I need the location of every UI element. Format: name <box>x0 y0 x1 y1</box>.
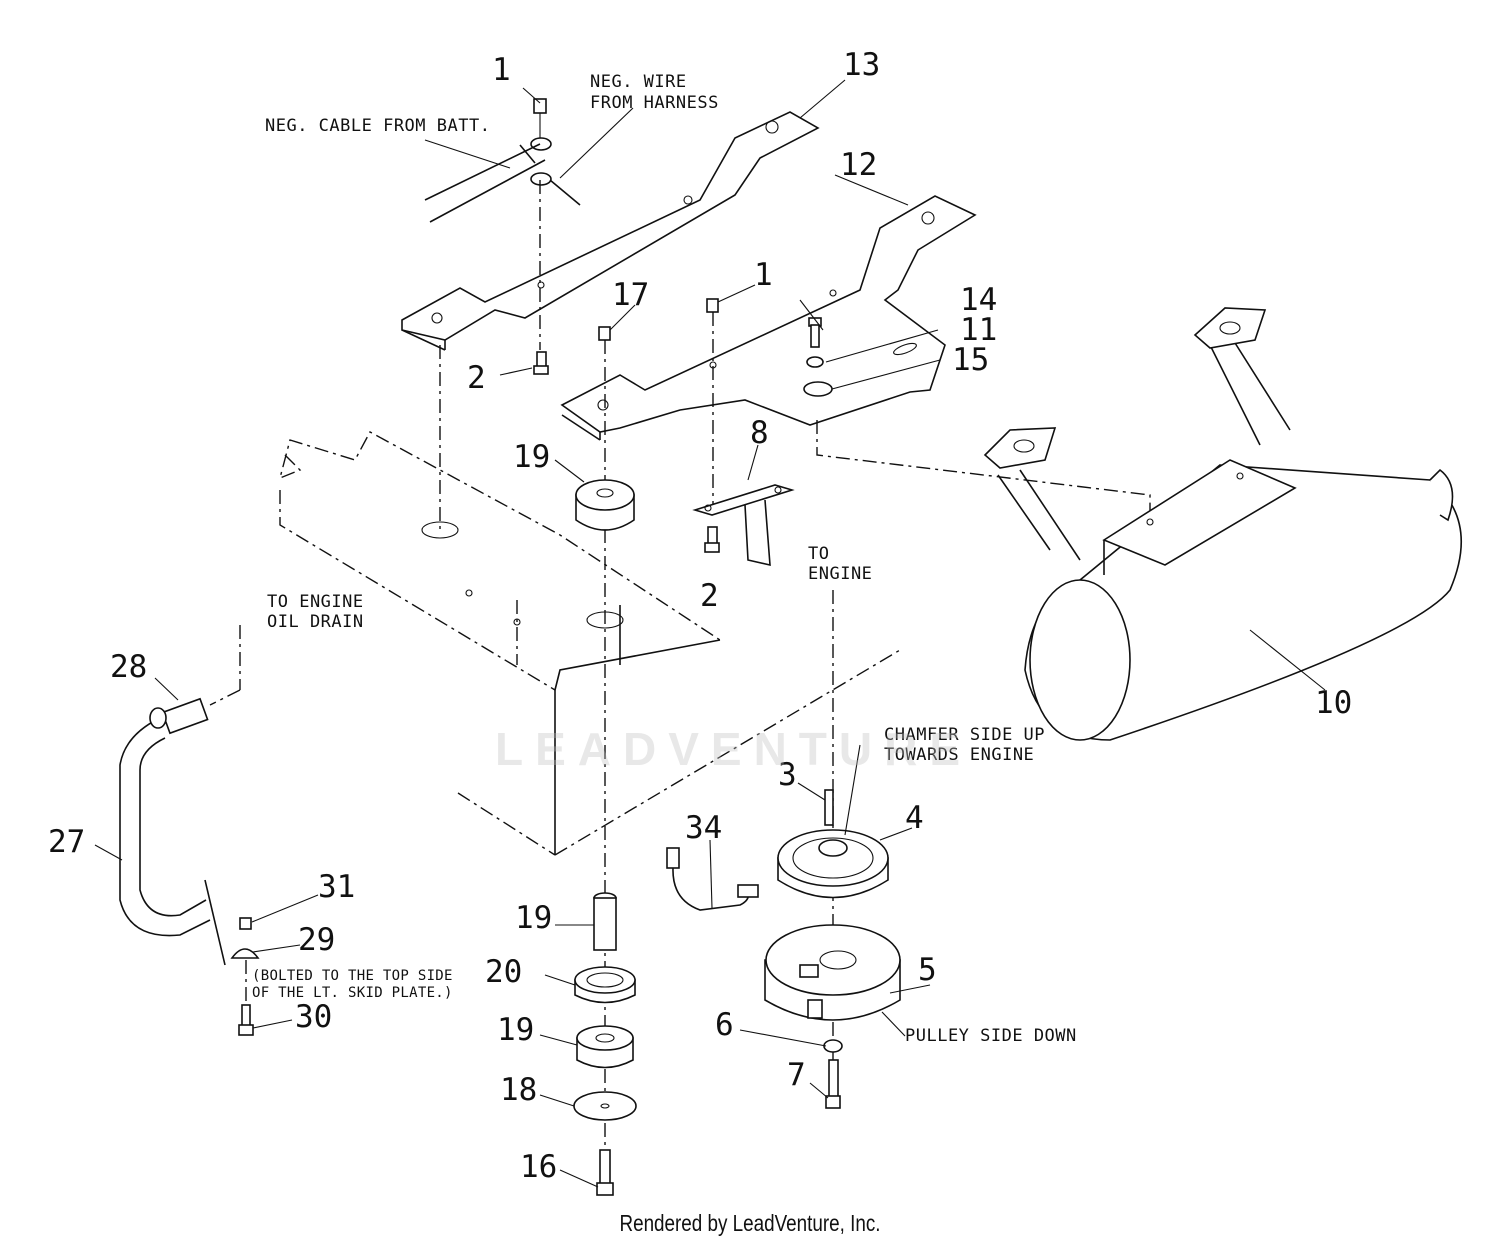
callout-18: 18 <box>500 1072 537 1108</box>
note-to-engine-1: TO <box>808 544 829 564</box>
callout-31: 31 <box>318 869 355 905</box>
washer-6 <box>823 1039 843 1053</box>
note-bolted-2: OF THE LT. SKID PLATE.) <box>252 985 453 1001</box>
bolt-2-left <box>533 351 549 375</box>
electric-clutch-5 <box>764 924 901 1021</box>
rubber-isolator-19-upper <box>575 479 635 531</box>
callout-10: 10 <box>1315 685 1352 721</box>
callout-19-lower: 19 <box>497 1012 534 1048</box>
callout-2-left: 2 <box>467 360 486 396</box>
mount-bracket-13 <box>401 111 820 351</box>
leader-lines <box>94 79 1326 1188</box>
mount-bracket-12 <box>560 195 977 441</box>
bolt-7 <box>825 1059 841 1109</box>
note-chamfer-2: TOWARDS ENGINE <box>884 745 1034 765</box>
washer-18 <box>573 1091 637 1121</box>
callout-3: 3 <box>778 757 797 793</box>
nut-17 <box>598 326 611 341</box>
bolt-16 <box>596 1149 614 1196</box>
callout-27: 27 <box>48 824 85 860</box>
callout-12: 12 <box>840 147 877 183</box>
callout-28: 28 <box>110 649 147 685</box>
callout-30: 30 <box>295 999 332 1035</box>
bolt-2-right <box>704 526 720 553</box>
callout-15: 15 <box>952 342 989 378</box>
rubber-isolator-19-lower <box>576 1025 634 1069</box>
note-oil-drain-2: OIL DRAIN <box>267 612 364 632</box>
skid-plate-break <box>204 879 226 966</box>
callout-6: 6 <box>715 1007 734 1043</box>
muffler-10 <box>983 307 1462 741</box>
callout-13: 13 <box>843 47 880 83</box>
footer-credit: Rendered by LeadVenture, Inc. <box>619 1210 881 1236</box>
callout-1-right: 1 <box>754 257 773 293</box>
callout-17: 17 <box>612 277 649 313</box>
nut-1-right <box>706 298 719 313</box>
wire-harness-34 <box>666 847 759 911</box>
note-oil-drain-1: TO ENGINE <box>267 592 364 612</box>
callout-labels: 1 13 12 17 1 14 11 15 2 19 8 2 10 28 27 … <box>48 47 1352 1185</box>
callout-19-upper: 19 <box>513 439 550 475</box>
note-neg-wire-2: FROM HARNESS <box>590 93 719 113</box>
callout-2-right: 2 <box>700 578 719 614</box>
callout-20: 20 <box>485 954 522 990</box>
note-chamfer-1: CHAMFER SIDE UP <box>884 725 1045 745</box>
callout-1-top: 1 <box>492 52 511 88</box>
washer-20 <box>574 966 636 1004</box>
callout-4: 4 <box>905 800 924 836</box>
callout-11: 11 <box>960 312 997 348</box>
note-bolted-1: (BOLTED TO THE TOP SIDE <box>252 968 453 984</box>
callout-5: 5 <box>918 952 937 988</box>
callout-16: 16 <box>520 1149 557 1185</box>
assembly-notes: NEG. CABLE FROM BATT. NEG. WIRE FROM HAR… <box>252 72 1077 1046</box>
nut-1-top <box>533 98 547 138</box>
bracket-8 <box>692 484 795 567</box>
note-neg-wire-1: NEG. WIRE <box>590 72 687 92</box>
callout-7: 7 <box>787 1057 806 1093</box>
callout-14: 14 <box>960 282 997 318</box>
callout-8: 8 <box>750 415 769 451</box>
oil-drain-hose-27 <box>119 717 211 937</box>
bolt-14-stack <box>803 317 833 397</box>
note-neg-cable: NEG. CABLE FROM BATT. <box>265 116 490 136</box>
bolt-30 <box>238 1004 254 1036</box>
spacer-19-tube <box>593 892 617 951</box>
oil-drain-centerline-2 <box>209 689 241 706</box>
clamp-29 <box>230 917 260 959</box>
callout-19-tube: 19 <box>515 900 552 936</box>
note-to-engine-2: ENGINE <box>808 564 872 584</box>
frame-skid-plate <box>278 431 901 856</box>
pulley-4 <box>777 789 889 899</box>
callout-34: 34 <box>685 810 722 846</box>
cable-terminal-stack <box>424 137 581 223</box>
drain-valve-28 <box>149 697 209 735</box>
watermark: LEADVENTURE <box>495 723 973 775</box>
callout-29: 29 <box>298 922 335 958</box>
note-pulley-side: PULLEY SIDE DOWN <box>905 1026 1077 1046</box>
